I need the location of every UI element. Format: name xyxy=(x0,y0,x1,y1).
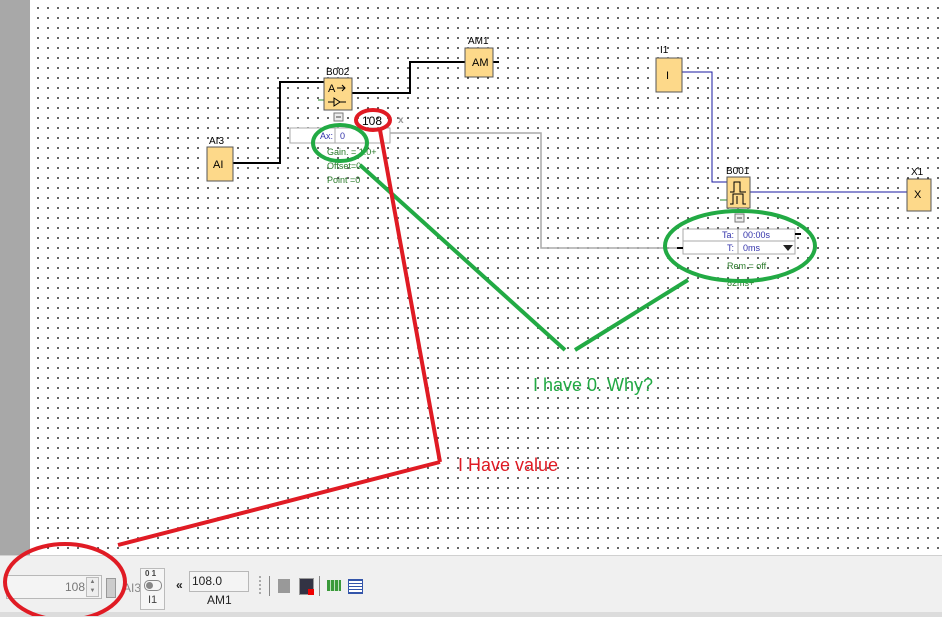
am1-label: AM1 xyxy=(207,593,232,607)
block-text: AM xyxy=(472,57,489,69)
wires xyxy=(233,61,907,249)
gain-param: Gain. = 1.0+ xyxy=(327,147,377,157)
spinner-icon[interactable]: ▲▼ xyxy=(86,577,99,597)
toggle-icon xyxy=(144,580,162,591)
i1-label: I1 xyxy=(148,594,158,606)
block-label: AM1 xyxy=(468,36,489,47)
t-label: T: xyxy=(727,243,734,253)
ax-label: Ax: xyxy=(320,131,333,141)
point-param: Point =0 xyxy=(327,175,360,185)
block-text: X xyxy=(914,189,922,201)
ai3-label: AI3 xyxy=(123,581,142,595)
stop-simulation-icon[interactable] xyxy=(299,578,314,595)
elapsed-time: 82ms+ xyxy=(727,278,754,288)
block-text: AI xyxy=(213,159,223,171)
rem-param: Rem = off xyxy=(727,261,767,271)
b002-live-value: 108 xyxy=(362,114,382,128)
block-b002[interactable]: B002 A xyxy=(323,67,353,111)
block-ai3[interactable]: AI3 AI xyxy=(206,136,234,182)
ai3-value-input[interactable]: 108 ▲▼ xyxy=(6,575,102,599)
status-bar xyxy=(0,612,942,617)
dropdown-arrow-icon[interactable] xyxy=(783,245,793,251)
am1-value-field: 108.0 xyxy=(189,571,249,592)
table-icon[interactable] xyxy=(348,579,363,594)
svg-text:A: A xyxy=(328,83,336,95)
device-icon[interactable] xyxy=(278,579,290,593)
block-label: I1 xyxy=(660,45,669,56)
block-label: AI3 xyxy=(209,136,224,147)
ax-value[interactable]: 0 xyxy=(340,131,345,141)
divider xyxy=(269,576,270,596)
i1-switch[interactable]: 0 1 I1 xyxy=(140,568,165,610)
left-panel xyxy=(0,0,30,555)
b001-param-table: Ta: 00:00s T: 0ms Rem = off 82ms+ xyxy=(677,228,801,288)
switch-states: 0 1 xyxy=(145,569,157,578)
wire-i1-b001[interactable] xyxy=(682,71,727,183)
ai3-slider-thumb[interactable] xyxy=(106,578,116,598)
red-annotation xyxy=(117,108,442,547)
block-i1[interactable]: I1 I xyxy=(655,45,683,93)
wire-b002-am1[interactable] xyxy=(352,61,465,94)
block-am1[interactable]: AM1 AM xyxy=(464,36,494,78)
ta-value[interactable]: 00:00s xyxy=(743,230,771,240)
wire-b002-b001[interactable] xyxy=(390,132,680,249)
toolbar-grip[interactable] xyxy=(259,576,262,594)
analog-amplifier-icon: A xyxy=(328,83,346,107)
wire-ai3-b002[interactable] xyxy=(233,81,324,164)
block-b001[interactable]: B001 xyxy=(726,166,751,209)
grid-green-icon[interactable] xyxy=(327,580,341,591)
offset-param: Offset=0 xyxy=(327,161,361,171)
green-annotation xyxy=(311,123,817,352)
t-value[interactable]: 0ms xyxy=(743,243,761,253)
pulse-timer-icon xyxy=(730,181,746,205)
block-label: B002 xyxy=(326,67,350,78)
divider xyxy=(319,576,320,596)
am1-value: 108.0 xyxy=(192,574,223,588)
block-label: B001 xyxy=(726,166,750,177)
red-annotation-text: I Have value xyxy=(458,455,558,475)
ai3-value: 108 xyxy=(64,580,85,594)
simulation-toolbar: 108 ▲▼ AI3 0 1 I1 « 108.0 AM1 xyxy=(0,555,942,617)
block-x1[interactable]: X1 X xyxy=(906,167,932,212)
ta-label: Ta: xyxy=(722,230,734,240)
block-label: X1 xyxy=(911,167,924,178)
green-annotation-text: I have 0. Why? xyxy=(533,375,653,395)
collapse-button[interactable]: « xyxy=(176,578,183,592)
block-text: I xyxy=(666,70,669,82)
close-icon[interactable]: x xyxy=(398,115,404,126)
